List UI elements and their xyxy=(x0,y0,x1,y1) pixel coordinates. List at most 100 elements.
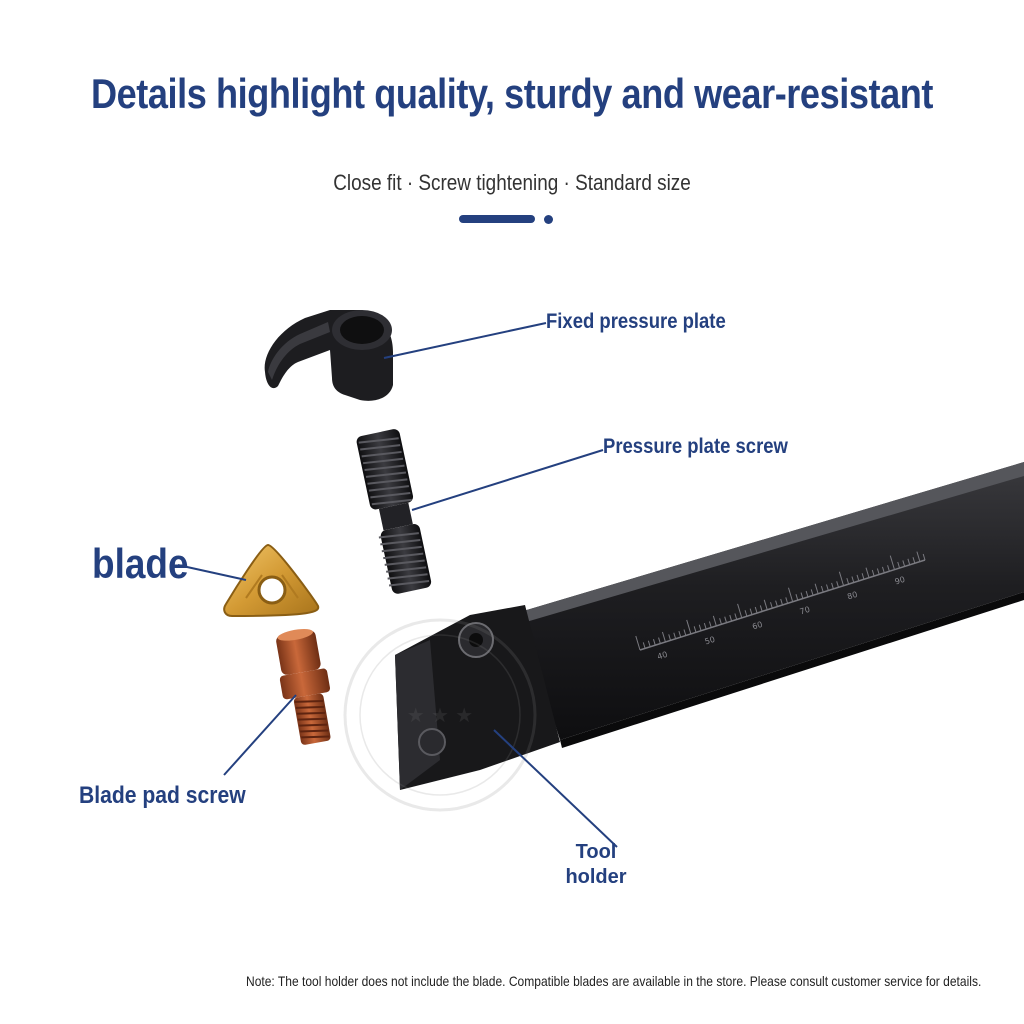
scale-tick xyxy=(902,560,906,567)
scale-mark-label: 80 xyxy=(846,590,858,602)
thread-line xyxy=(358,437,399,444)
thread-line xyxy=(298,717,327,721)
thread-line xyxy=(367,478,408,485)
scale-tick xyxy=(861,573,865,580)
scale-tick xyxy=(712,615,717,627)
page-subtitle: Close fit · Screw tightening · Standard … xyxy=(333,170,691,195)
scale-tick xyxy=(865,567,870,578)
thread-line xyxy=(383,552,424,560)
scale-tick xyxy=(889,555,895,570)
scale-tick xyxy=(734,613,738,620)
scale-tick xyxy=(826,584,829,591)
watermark-stamp: ★ ★ ★ xyxy=(343,618,537,812)
leader-line-pad-screw xyxy=(223,694,297,776)
scale-mark-label: 90 xyxy=(894,575,906,587)
scale-tick xyxy=(719,618,722,625)
leader-line-blade xyxy=(177,564,247,581)
scale-tick xyxy=(820,585,824,593)
scale-tick xyxy=(856,574,860,582)
footer-note: Note: The tool holder does not include t… xyxy=(246,973,982,989)
scale-tick xyxy=(658,637,661,644)
scale-tick xyxy=(814,583,819,594)
scale-tick xyxy=(737,603,743,619)
scale-tick xyxy=(775,600,778,607)
leader-line-plate-screw xyxy=(411,449,604,511)
scale-tick xyxy=(770,602,773,609)
scale-tick xyxy=(795,594,799,601)
scale-tick xyxy=(729,614,733,622)
scale-mark-label: 70 xyxy=(799,605,811,617)
thread-line xyxy=(360,444,401,451)
scale-tick xyxy=(744,610,748,617)
scale-tick xyxy=(749,608,753,615)
thread-line xyxy=(365,471,407,478)
thread-line xyxy=(387,573,428,580)
scale-tick xyxy=(887,565,890,572)
leader-line-tool-holder xyxy=(493,729,618,848)
scale-tick xyxy=(652,639,656,646)
blade-insert-image xyxy=(223,543,320,618)
scale-tick xyxy=(635,635,641,651)
scale-tick xyxy=(678,630,682,638)
scale-tick xyxy=(668,634,672,641)
scale-tick xyxy=(785,597,789,604)
thread-line xyxy=(296,711,326,715)
thread-line xyxy=(371,498,412,506)
scale-tick xyxy=(851,576,855,583)
scale-tick xyxy=(810,589,814,596)
thread-line xyxy=(364,464,405,472)
thread-line xyxy=(384,559,425,566)
scale-tick xyxy=(876,568,880,575)
scale-tick xyxy=(763,599,768,610)
divider-dot xyxy=(544,215,553,224)
divider-bar xyxy=(459,215,535,223)
scale-tick xyxy=(897,561,901,569)
scale-tick xyxy=(759,605,763,612)
scale-tick xyxy=(882,566,885,574)
label-blade-pad-screw: Blade pad screw xyxy=(79,782,246,809)
thread-line xyxy=(370,492,411,499)
scale-tick xyxy=(686,619,692,635)
scale-tick xyxy=(693,626,697,633)
scale-tick xyxy=(780,598,783,606)
thread-line xyxy=(362,457,404,465)
scale-tick xyxy=(647,640,651,647)
scale-tick xyxy=(673,632,677,639)
scale-tick xyxy=(831,582,834,590)
scale-tick xyxy=(846,577,850,585)
scale-tick xyxy=(661,631,666,643)
thread-line xyxy=(300,729,329,733)
scale-tick xyxy=(724,616,727,623)
thread-line xyxy=(301,735,330,739)
scale-tick xyxy=(805,590,809,598)
scale-tick xyxy=(642,642,646,649)
thread-line xyxy=(378,532,419,539)
scale-mark-label: 40 xyxy=(656,650,668,662)
page-title: Details highlight quality, sturdy and we… xyxy=(90,70,933,117)
scale-tick xyxy=(836,581,839,588)
thread-line xyxy=(386,566,427,573)
label-fixed-pressure-plate: Fixed pressure plate xyxy=(546,310,726,333)
scale-tick xyxy=(683,629,687,636)
scale-tick xyxy=(907,558,911,565)
scale-tick xyxy=(800,592,804,599)
scale-tick xyxy=(708,621,712,628)
scale-tick xyxy=(838,571,845,586)
scale-tick xyxy=(787,587,794,602)
leader-line-fixed-plate xyxy=(383,322,547,359)
scale-tick xyxy=(871,569,875,577)
thread-line xyxy=(295,705,325,709)
svg-text:★ ★ ★: ★ ★ ★ xyxy=(407,703,474,727)
thread-line xyxy=(368,485,409,492)
blade-pad-screw-image xyxy=(276,629,331,745)
fixed-pressure-plate-image xyxy=(264,310,393,401)
scale-tick xyxy=(698,624,702,631)
thread-line xyxy=(388,580,430,587)
label-tool-holder: Tool holder xyxy=(565,841,627,888)
label-pressure-plate-screw: Pressure plate screw xyxy=(603,435,788,458)
scale-mark-label: 50 xyxy=(704,635,716,647)
label-blade: blade xyxy=(92,540,189,587)
pressure-plate-screw-image xyxy=(356,429,432,594)
